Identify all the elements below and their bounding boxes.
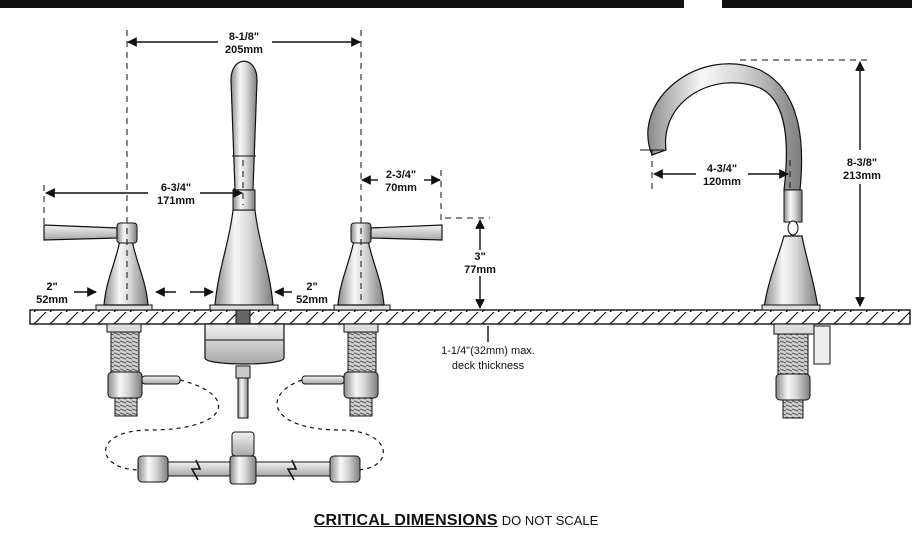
left-handle-valve bbox=[43, 222, 181, 417]
handle-width-metric: 70mm bbox=[385, 182, 417, 194]
caption-subtitle: DO NOT SCALE bbox=[501, 513, 599, 528]
caption-title: CRITICAL DIMENSIONS bbox=[313, 512, 498, 529]
handle-width-imperial: 2-3/4" bbox=[386, 169, 416, 181]
spout-spread-imperial: 8-1/8" bbox=[229, 31, 259, 43]
top-border-left bbox=[0, 0, 684, 8]
spout-reach-metric: 120mm bbox=[703, 176, 741, 188]
handle-height-imperial: 3" bbox=[474, 251, 485, 263]
tee-connector bbox=[137, 431, 361, 485]
spout-base-metric: 52mm bbox=[296, 294, 328, 306]
spout-front bbox=[204, 60, 285, 419]
dimension-arrows bbox=[45, 37, 865, 342]
left-base-metric: 52mm bbox=[36, 294, 68, 306]
handle-reach-metric: 171mm bbox=[157, 195, 195, 207]
spout-reach-imperial: 4-3/4" bbox=[707, 163, 737, 175]
handle-reach-imperial: 6-3/4" bbox=[161, 182, 191, 194]
spout-height-imperial: 8-3/8" bbox=[847, 157, 877, 169]
spout-base-imperial: 2" bbox=[306, 281, 317, 293]
deck-note-line1: 1-1/4"(32mm) max. bbox=[441, 345, 535, 357]
spout-height-metric: 213mm bbox=[843, 170, 881, 182]
top-border-right bbox=[722, 0, 912, 8]
side-view-faucet bbox=[640, 63, 831, 419]
deck-note-line2: deck thickness bbox=[452, 360, 525, 372]
supply-lines bbox=[105, 379, 384, 471]
handle-height-metric: 77mm bbox=[464, 264, 496, 276]
left-base-imperial: 2" bbox=[46, 281, 57, 293]
extension-lines bbox=[43, 30, 870, 305]
spout-spread-metric: 205mm bbox=[225, 44, 263, 56]
deck bbox=[29, 309, 911, 325]
